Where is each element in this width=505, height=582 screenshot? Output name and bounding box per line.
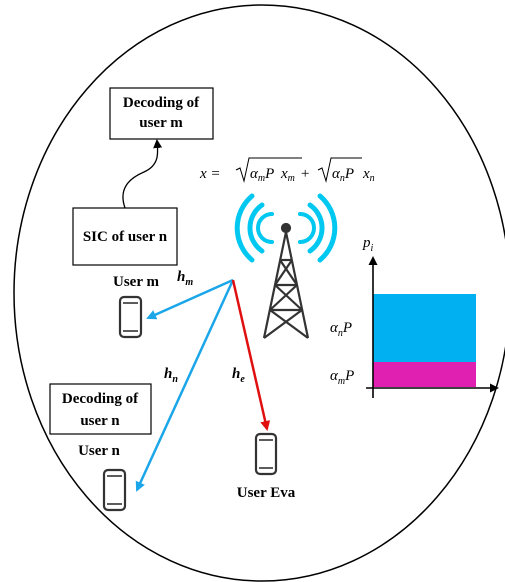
smartphone-icon [102, 468, 127, 512]
smartphone-icon [254, 432, 278, 476]
power-level-m-bar [373, 362, 476, 387]
svg-text:xm: xm [280, 166, 295, 184]
decoding-user-m-line1: Decoding of [123, 95, 200, 111]
superposition-equation: x = αmP xm + αnP xn [199, 157, 375, 184]
sic-user-n-box: SIC of user n [72, 207, 178, 266]
svg-text:αmP: αmP [250, 166, 274, 184]
power-level-n-bar [373, 294, 476, 362]
user-m-label: User m [113, 274, 159, 290]
sic-to-decoding-arrow [122, 139, 163, 209]
smartphone-icon [118, 295, 143, 339]
svg-text:+: + [300, 166, 310, 182]
svg-text:xn: xn [362, 166, 375, 184]
decoding-user-n-line2: user n [80, 413, 120, 429]
power-level-n-label: αnP [330, 320, 352, 339]
decoding-user-m-box: Decoding of user m [109, 87, 214, 140]
svg-text:x =: x = [199, 166, 221, 182]
signal-waves-icon [234, 193, 338, 263]
label-h-n: hn [164, 366, 178, 385]
user-n-label: User n [78, 443, 120, 459]
link-h-e [231, 279, 271, 431]
label-h-m: hm [177, 269, 193, 288]
base-station-tower-icon [262, 222, 310, 339]
decoding-user-n-box: Decoding of user n [49, 383, 152, 435]
svg-text:αnP: αnP [332, 166, 354, 184]
coverage-circle [13, 4, 505, 582]
user-eva-label: User Eva [237, 485, 296, 501]
power-y-label: pi [362, 235, 374, 254]
decoding-user-n-line1: Decoding of [62, 391, 139, 407]
power-allocation-chart: pi αnP αmP [330, 235, 499, 398]
power-level-m-label: αmP [330, 368, 354, 387]
link-h-n [135, 279, 235, 492]
sic-user-n-label: SIC of user n [83, 229, 168, 245]
link-h-m [146, 278, 234, 320]
label-h-e: he [232, 366, 245, 385]
decoding-user-m-line2: user m [139, 115, 183, 131]
